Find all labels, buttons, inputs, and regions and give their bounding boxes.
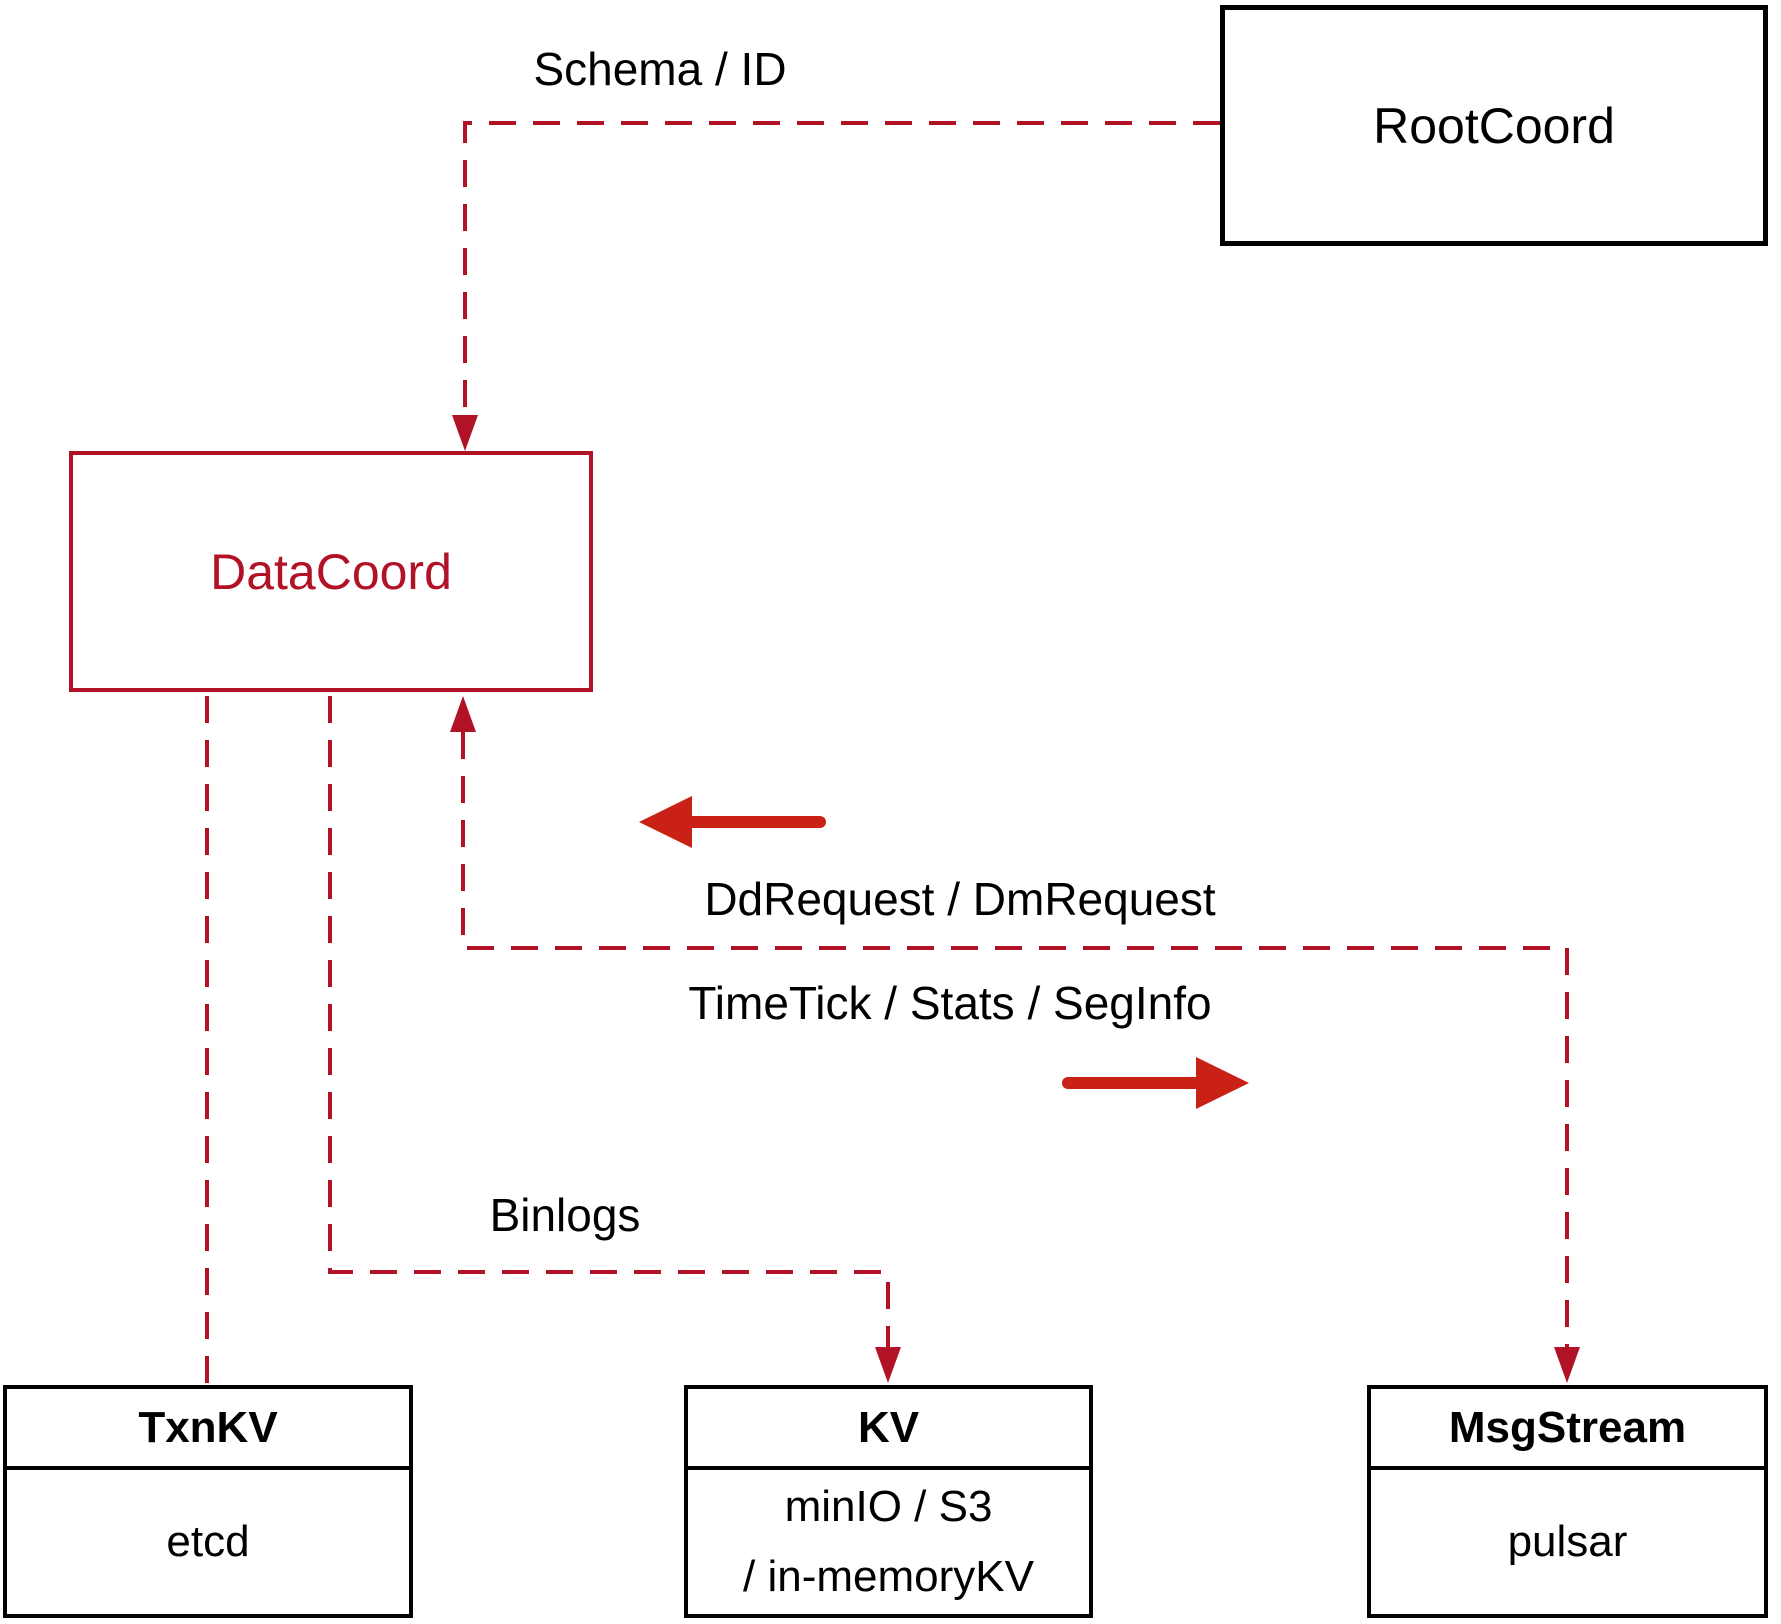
kv-title: KV bbox=[688, 1389, 1089, 1470]
edge-datacoord-msgstream bbox=[461, 732, 1569, 1371]
txnkv-body: etcd bbox=[166, 1517, 250, 1566]
left-direction-arrow-icon bbox=[639, 796, 692, 848]
kv-body-line2: / in-memoryKV bbox=[743, 1552, 1034, 1601]
rootcoord-label: RootCoord bbox=[1373, 97, 1615, 154]
arrowhead-down-datacoord-top-icon bbox=[452, 415, 478, 451]
edge-datacoord-kv-binlogs bbox=[328, 696, 890, 1371]
node-msgstream: MsgStream pulsar bbox=[1367, 1385, 1768, 1618]
edge-label-schema-id: Schema / ID bbox=[533, 43, 787, 95]
node-kv: KV minIO / S3 / in-memoryKV bbox=[684, 1385, 1093, 1618]
msgstream-body: pulsar bbox=[1507, 1517, 1628, 1566]
arrowhead-down-msgstream-top-icon bbox=[1554, 1347, 1580, 1383]
edge-label-binlogs: Binlogs bbox=[489, 1189, 641, 1241]
edge-label-ddrequest-dmrequest: DdRequest / DmRequest bbox=[704, 873, 1216, 925]
node-datacoord: DataCoord bbox=[69, 451, 593, 692]
txnkv-title: TxnKV bbox=[7, 1389, 409, 1470]
edge-rootcoord-datacoord bbox=[463, 121, 1220, 441]
datacoord-label: DataCoord bbox=[210, 543, 452, 600]
kv-body-line1: minIO / S3 bbox=[784, 1482, 993, 1531]
node-rootcoord: RootCoord bbox=[1220, 5, 1768, 246]
arrowhead-up-datacoord-bottom-icon bbox=[450, 696, 476, 732]
arrowhead-down-kv-top-icon bbox=[875, 1347, 901, 1383]
right-direction-arrow-icon bbox=[1196, 1057, 1249, 1109]
node-txnkv: TxnKV etcd bbox=[3, 1385, 413, 1618]
edge-label-timetick-stats-seginfo: TimeTick / Stats / SegInfo bbox=[688, 977, 1212, 1029]
msgstream-title: MsgStream bbox=[1371, 1389, 1764, 1470]
